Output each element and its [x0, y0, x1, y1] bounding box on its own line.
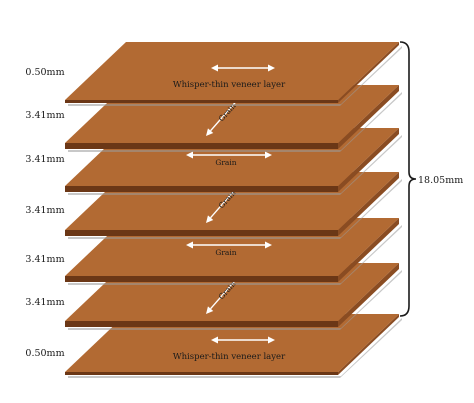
sheet-front-edge: [65, 276, 338, 282]
grain-label: Grain: [215, 248, 236, 257]
layer-thickness-label: 3.41mm: [25, 154, 64, 165]
veneer-layer-label: Whisper-thin veneer layer: [173, 80, 286, 90]
sheet-side-edge: [338, 85, 399, 149]
thickness-labels: 0.50mm 3.41mm 3.41mm 3.41mm 3.41mm 3.41mm 0.50…: [25, 67, 64, 359]
sheet-side-edge: [338, 172, 399, 236]
sheet-1: Whisper-thin veneer layer: [65, 42, 402, 106]
veneer-layer-label: Whisper-thin veneer layer: [173, 352, 286, 362]
grain-arrow-icon: [186, 151, 272, 159]
grain-arrow-icon: [211, 336, 275, 344]
layer-thickness-label: 3.41mm: [25, 205, 64, 216]
grain-label: Grain: [215, 158, 236, 167]
layer-thickness-label: 0.50mm: [25, 348, 64, 359]
sheet-front-edge: [65, 100, 338, 103]
sheet-stack: Whisper-thin veneer layerGrainGrainGrain…: [65, 42, 402, 378]
grain-arrow-icon: [186, 241, 272, 249]
grain-arrow-icon: [211, 64, 275, 72]
sheet-front-edge: [65, 230, 338, 236]
layer-thickness-label: 3.41mm: [25, 297, 64, 308]
sheet-side-edge: [338, 218, 399, 282]
total-thickness-bracket: [399, 41, 417, 317]
sheet-side-edge: [338, 42, 399, 103]
sheet-front-edge: [65, 186, 338, 192]
layer-thickness-label: 3.41mm: [25, 110, 64, 121]
sheet-front-edge: [65, 321, 338, 327]
sheet-side-edge: [338, 314, 399, 375]
sheet-side-edge: [338, 263, 399, 327]
sheet-front-edge: [65, 372, 338, 375]
total-thickness-label: 18.05mm: [418, 175, 463, 186]
sheet-side-edge: [338, 128, 399, 192]
sheet-front-edge: [65, 143, 338, 149]
layer-thickness-label: 0.50mm: [25, 67, 64, 78]
sheet-top-face: [65, 42, 399, 100]
layer-thickness-label: 3.41mm: [25, 254, 64, 265]
